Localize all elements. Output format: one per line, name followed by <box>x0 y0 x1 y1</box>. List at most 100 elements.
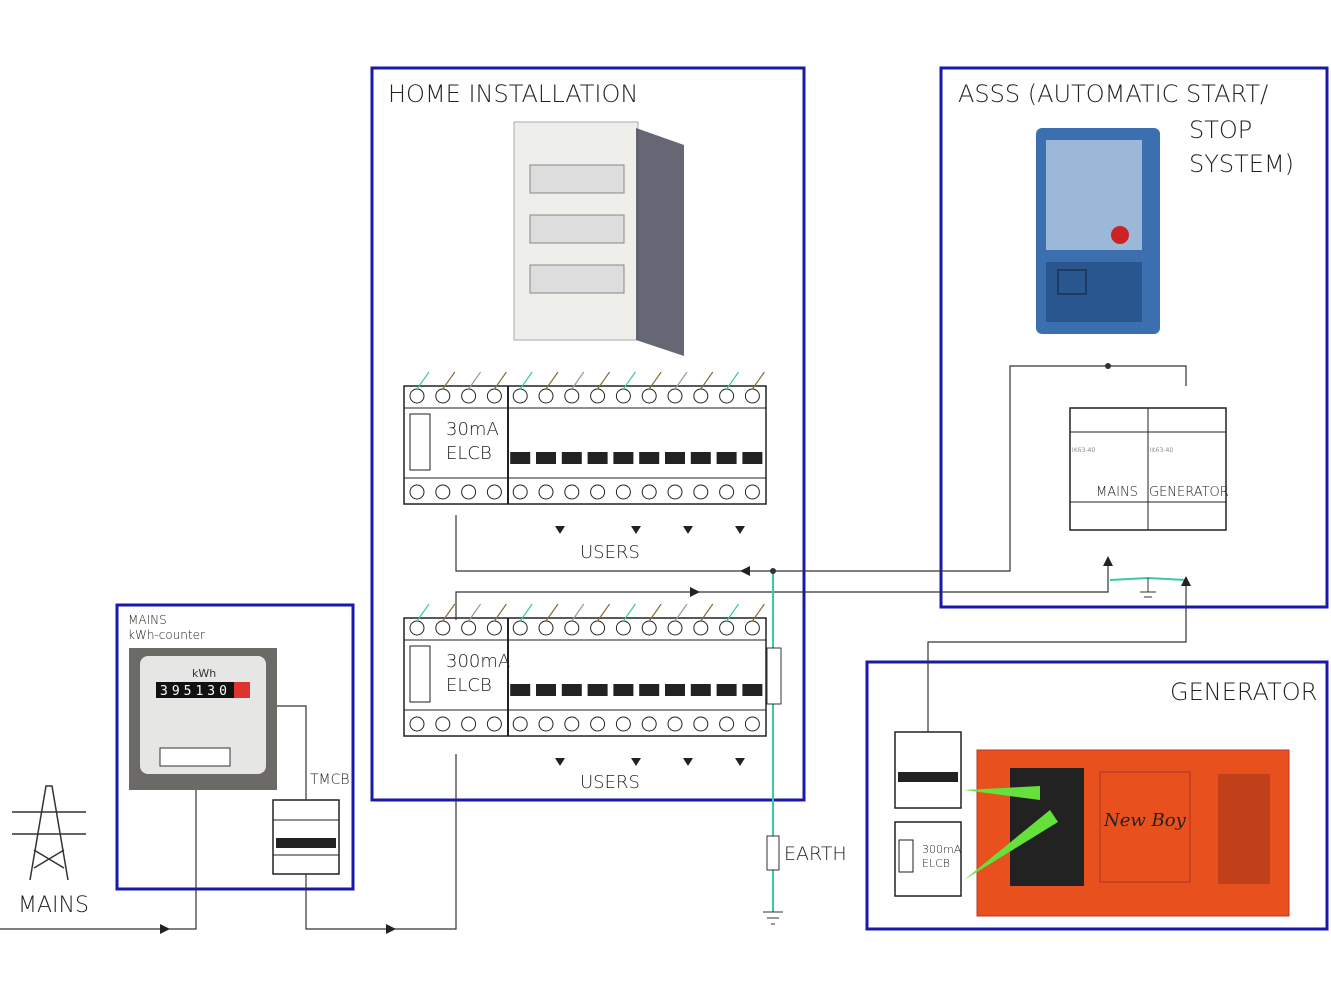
user-output-arrow <box>683 526 693 534</box>
wire-lead <box>416 371 430 390</box>
wire-lead <box>416 603 430 622</box>
wire-lead <box>622 371 636 390</box>
panel-body <box>403 385 767 505</box>
mcb-toggle <box>690 684 711 696</box>
wire-lead <box>468 371 482 390</box>
asss-title-1: ASSS (AUTOMATIC START/ <box>958 80 1268 108</box>
user-output-arrow <box>683 758 693 766</box>
switch-generator-label: GENERATOR <box>1149 485 1229 500</box>
meter-unit: kWh <box>192 667 216 680</box>
mcb-toggle <box>510 452 531 464</box>
terminal-screw <box>667 484 683 500</box>
wire-lead <box>700 603 714 622</box>
terminal-screw <box>409 484 425 500</box>
wire-lead <box>545 371 559 390</box>
wiring <box>0 363 1191 934</box>
mcb-toggle <box>665 452 685 464</box>
terminal-screw <box>719 484 735 500</box>
mcb-toggle <box>536 452 556 464</box>
terminal-screw <box>538 484 554 500</box>
terminal-screw <box>641 484 657 500</box>
generator-image <box>964 749 1290 917</box>
top-users-label: USERS <box>580 542 640 563</box>
wire-lead <box>751 603 765 622</box>
generator-elcb-rating: 300mA <box>922 843 962 856</box>
top-elcb-type: ELCB <box>446 443 492 464</box>
terminal-screw <box>744 484 760 500</box>
top-elcb-rating: 30mA <box>446 419 499 440</box>
mcb-toggle <box>639 684 660 696</box>
wire-lead <box>597 603 611 622</box>
mcb-toggle <box>587 452 608 464</box>
wire-lead <box>674 603 688 622</box>
mcb-toggle <box>639 452 660 464</box>
mains-label: MAINS <box>18 893 89 918</box>
tmcb-label: TMCB <box>310 772 350 788</box>
power-pylon-icon <box>12 785 86 881</box>
wire-lead <box>751 371 765 390</box>
terminal-screw <box>590 716 606 732</box>
terminal-screw <box>435 716 451 732</box>
terminal-screw <box>564 484 580 500</box>
meter-reading: 395130 <box>160 684 231 699</box>
distribution-cabinet-image <box>513 121 684 356</box>
elcb-300ma-panel <box>403 603 767 766</box>
asss-controller-image <box>1036 128 1160 334</box>
user-output-arrow <box>631 758 641 766</box>
terminal-screw <box>486 484 502 500</box>
home-installation-title: HOME INSTALLATION <box>388 80 638 108</box>
generator-frame <box>865 660 1329 931</box>
wire-lead <box>726 603 740 622</box>
terminal-screw <box>435 484 451 500</box>
terminal-screw <box>512 716 528 732</box>
terminal-screw <box>615 716 631 732</box>
terminal-screw <box>564 716 580 732</box>
wire-lead <box>468 603 482 622</box>
wire-lead <box>442 603 456 622</box>
wire-lead <box>571 371 585 390</box>
user-output-arrow <box>735 526 745 534</box>
earth-label: EARTH <box>784 843 847 865</box>
terminal-screw <box>512 484 528 500</box>
wire-lead <box>519 603 533 622</box>
generator-title: GENERATOR <box>1170 678 1317 706</box>
asss-frame <box>939 66 1329 609</box>
terminal-screw <box>409 716 425 732</box>
generator-elcb-type: ELCB <box>922 857 950 870</box>
generator-brand: New Boy <box>1103 810 1187 831</box>
mcb-toggle <box>587 684 608 696</box>
elcb-switch <box>409 413 431 471</box>
mains-box-title-1: MAINS <box>128 613 167 627</box>
wire-lead <box>648 603 662 622</box>
bottom-elcb-rating: 300mA <box>446 651 510 672</box>
wire-lead <box>622 603 636 622</box>
switch-model-left: IK63-40 <box>1072 447 1095 454</box>
switch-model-right: IK63-40 <box>1150 447 1173 454</box>
mains-meter-frame <box>115 603 355 891</box>
wire-lead <box>597 371 611 390</box>
wire-lead <box>648 371 662 390</box>
mains-box-title-2: kWh-counter <box>128 628 205 642</box>
mcb-toggle <box>742 684 763 696</box>
terminal-screw <box>744 716 760 732</box>
terminal-screw <box>538 716 554 732</box>
user-output-arrow <box>555 526 565 534</box>
user-output-arrow <box>631 526 641 534</box>
wire-lead <box>493 603 507 622</box>
asss-title-3: SYSTEM) <box>1189 150 1294 178</box>
terminal-screw <box>486 716 502 732</box>
mcb-toggle <box>561 452 582 464</box>
switch-mains-label: MAINS <box>1096 485 1138 500</box>
terminal-screw <box>693 484 709 500</box>
bottom-users-label: USERS <box>580 772 640 793</box>
bottom-elcb-type: ELCB <box>446 675 492 696</box>
wire-lead <box>571 603 585 622</box>
terminal-screw <box>615 484 631 500</box>
mcb-toggle <box>613 452 634 464</box>
terminal-screw <box>590 484 606 500</box>
wire-lead <box>674 371 688 390</box>
terminal-screw <box>461 484 477 500</box>
generator-breakers <box>894 731 962 897</box>
wire-lead <box>726 371 740 390</box>
